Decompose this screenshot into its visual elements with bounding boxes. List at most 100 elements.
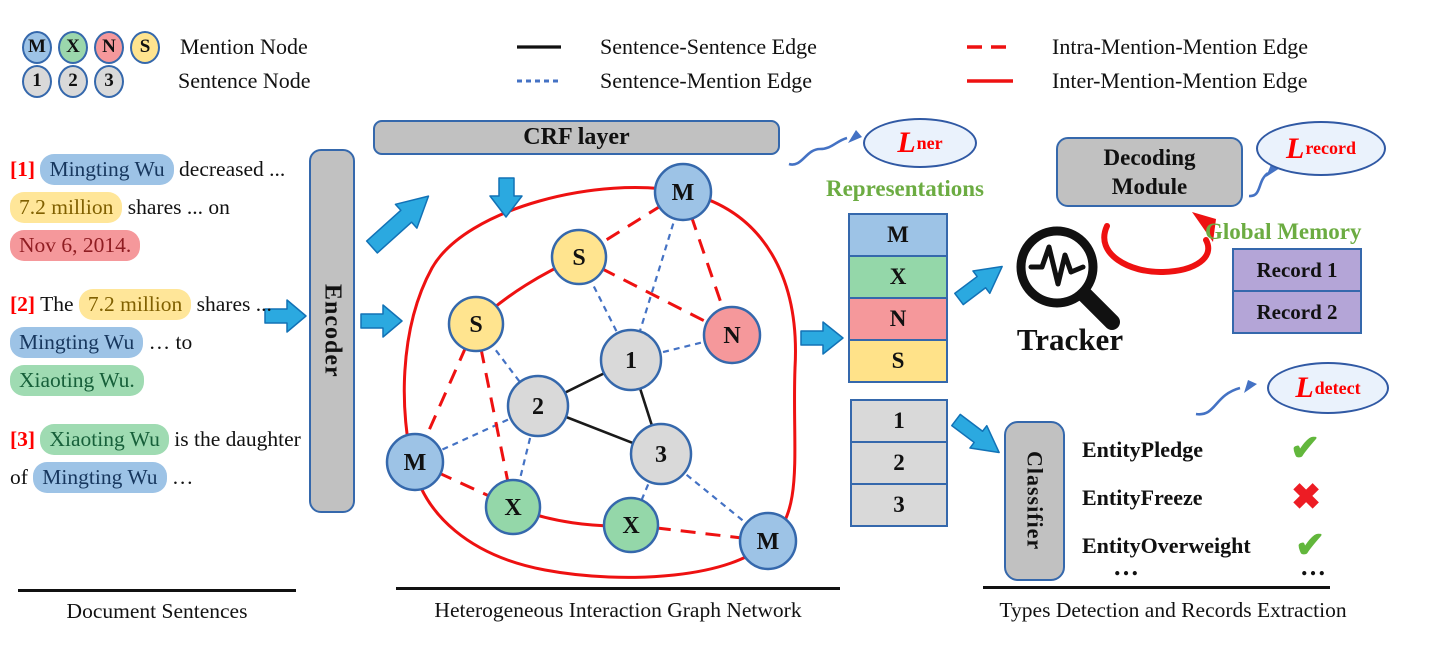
- document-sentences: [1] Mingting Wu decreased ... 7.2 millio…: [10, 150, 312, 517]
- detection-caption-line: [983, 586, 1330, 589]
- plain-text: decreased ...: [173, 157, 286, 181]
- legend-sentence-mention-edge: Sentence-Mention Edge: [516, 64, 817, 98]
- loss-symbol: L: [1286, 131, 1305, 165]
- arrowhead-lner: [848, 130, 862, 143]
- loss-symbol: L: [897, 126, 916, 159]
- node-label: M: [672, 180, 695, 206]
- arrow-crf-to-graph: [489, 177, 523, 218]
- node-label: X: [622, 513, 640, 539]
- tracker-icon: [1016, 226, 1120, 330]
- memory-loop-arrow: [1101, 212, 1216, 276]
- mention-node-chip-n: N: [94, 30, 124, 64]
- legend-edges-middle: Sentence-Sentence Edge Sentence-Mention …: [516, 30, 817, 98]
- classifier-box: Classifier: [1004, 421, 1065, 581]
- node-label: N: [723, 323, 741, 349]
- sentence-node-3: [629, 422, 693, 486]
- flow-arrows: [264, 177, 1003, 454]
- record-2: Record 2: [1232, 290, 1362, 334]
- legend-sentence-row: 1 2 3 Sentence Node: [22, 64, 311, 98]
- graph-nodes: M S S N 1 2 3 M X X M: [385, 162, 798, 571]
- legend-mention-row: M X N S Mention Node: [22, 30, 311, 64]
- mention-highlight-yellow: 7.2 million: [10, 192, 123, 223]
- sentence-tag: [2]: [10, 292, 36, 316]
- arrow-crf-to-lner: [788, 136, 848, 166]
- encoder-box: Encoder: [309, 149, 355, 513]
- plain-text: shares ... on: [122, 195, 230, 219]
- node-label: 1: [625, 348, 637, 374]
- entity-type-overweight: EntityOverweight: [1082, 533, 1251, 558]
- document-caption-line: [18, 589, 296, 592]
- arrow-doc-to-encoder: [264, 299, 307, 333]
- legend-inter-mention-edge: Inter-Mention-Mention Edge: [966, 64, 1308, 98]
- sentence-node-label: Sentence Node: [178, 68, 311, 93]
- mention-node-s-left: [447, 295, 505, 353]
- crf-layer-box: CRF layer: [373, 120, 780, 155]
- loss-subscript: record: [1305, 138, 1356, 158]
- sentence-tag: [3]: [10, 427, 36, 451]
- mention-highlight-blue: Mingting Wu: [10, 327, 144, 358]
- node-label: 2: [532, 394, 544, 420]
- cross-icon: ✖: [1291, 477, 1322, 517]
- rep-cell-s: S: [848, 339, 948, 383]
- rep-cell-2: 2: [850, 441, 948, 485]
- arrowhead-ldetect: [1244, 380, 1257, 393]
- ellipsis-left: …: [1113, 552, 1141, 581]
- mention-node-chip-m: M: [22, 30, 52, 64]
- sentence-node-chip-1: 1: [22, 64, 52, 98]
- detection-caption: Types Detection and Records Extraction: [999, 598, 1347, 622]
- plain-text: … to: [143, 330, 193, 354]
- mention-node-m-left: [385, 432, 445, 492]
- blue-dashed-line-icon: [517, 79, 561, 83]
- graph-caption: Heterogeneous Interaction Graph Network: [434, 598, 802, 622]
- sentence-node-chip-2: 2: [58, 64, 88, 98]
- mention-highlight-green: Xiaoting Wu: [40, 424, 169, 455]
- global-memory-title: Global Memory: [1205, 219, 1362, 244]
- mention-node-n: [702, 305, 762, 365]
- loss-subscript: detect: [1314, 377, 1361, 398]
- legend-intra-mention-edge: Intra-Mention-Mention Edge: [966, 30, 1308, 64]
- sentence-tag: [1]: [10, 157, 36, 181]
- mention-node-chip-s: S: [130, 30, 160, 64]
- document-caption: Document Sentences: [66, 599, 248, 623]
- arrow-decoding-to-lrecord: [1248, 171, 1269, 198]
- mention-highlight-yellow: 7.2 million: [78, 289, 192, 320]
- sentence-node-1: [599, 328, 663, 392]
- edge-label: Inter-Mention-Mention Edge: [1052, 68, 1308, 93]
- mention-highlight-blue: Mingting Wu: [33, 462, 167, 493]
- entity-type-pledge: EntityPledge: [1082, 437, 1203, 462]
- mention-highlight-red: Nov 6, 2014.: [10, 230, 141, 261]
- decoding-line1: Decoding: [1103, 145, 1196, 170]
- black-solid-line-icon: [517, 45, 561, 49]
- red-solid-line-icon: [967, 79, 1013, 83]
- node-label: S: [469, 312, 482, 338]
- entity-type-freeze: EntityFreeze: [1082, 485, 1203, 510]
- rep-cell-3: 3: [850, 483, 948, 527]
- mention-representation-stack: M X N S: [848, 213, 948, 383]
- plain-text: is the daughter of: [10, 427, 301, 489]
- sentence-node-chip-3: 3: [94, 64, 124, 98]
- rep-cell-n: N: [848, 297, 948, 341]
- arrow-encoder-to-crf: [365, 195, 430, 254]
- mention-node-x-left: [484, 478, 542, 536]
- node-label: M: [757, 529, 780, 555]
- sentence-2: [2] The 7.2 million shares ... Mingting …: [10, 285, 312, 399]
- mention-node-m-top: [653, 162, 713, 222]
- arrow-graph-to-stack: [800, 321, 844, 355]
- mention-node-s-top: [550, 228, 608, 286]
- record-1: Record 1: [1232, 248, 1362, 292]
- loss-subscript: ner: [916, 132, 943, 153]
- sentence-representation-stack: 1 2 3: [850, 399, 948, 527]
- rep-cell-m: M: [848, 213, 948, 257]
- edge-label: Intra-Mention-Mention Edge: [1052, 34, 1308, 59]
- decoding-line2: Module: [1111, 174, 1188, 199]
- node-label: M: [404, 450, 427, 476]
- mention-highlight-blue: Mingting Wu: [40, 154, 174, 185]
- arrow-encoder-to-graph: [360, 304, 403, 338]
- red-dashed-line-icon: [967, 45, 1013, 49]
- check-icon: ✔: [1290, 428, 1321, 468]
